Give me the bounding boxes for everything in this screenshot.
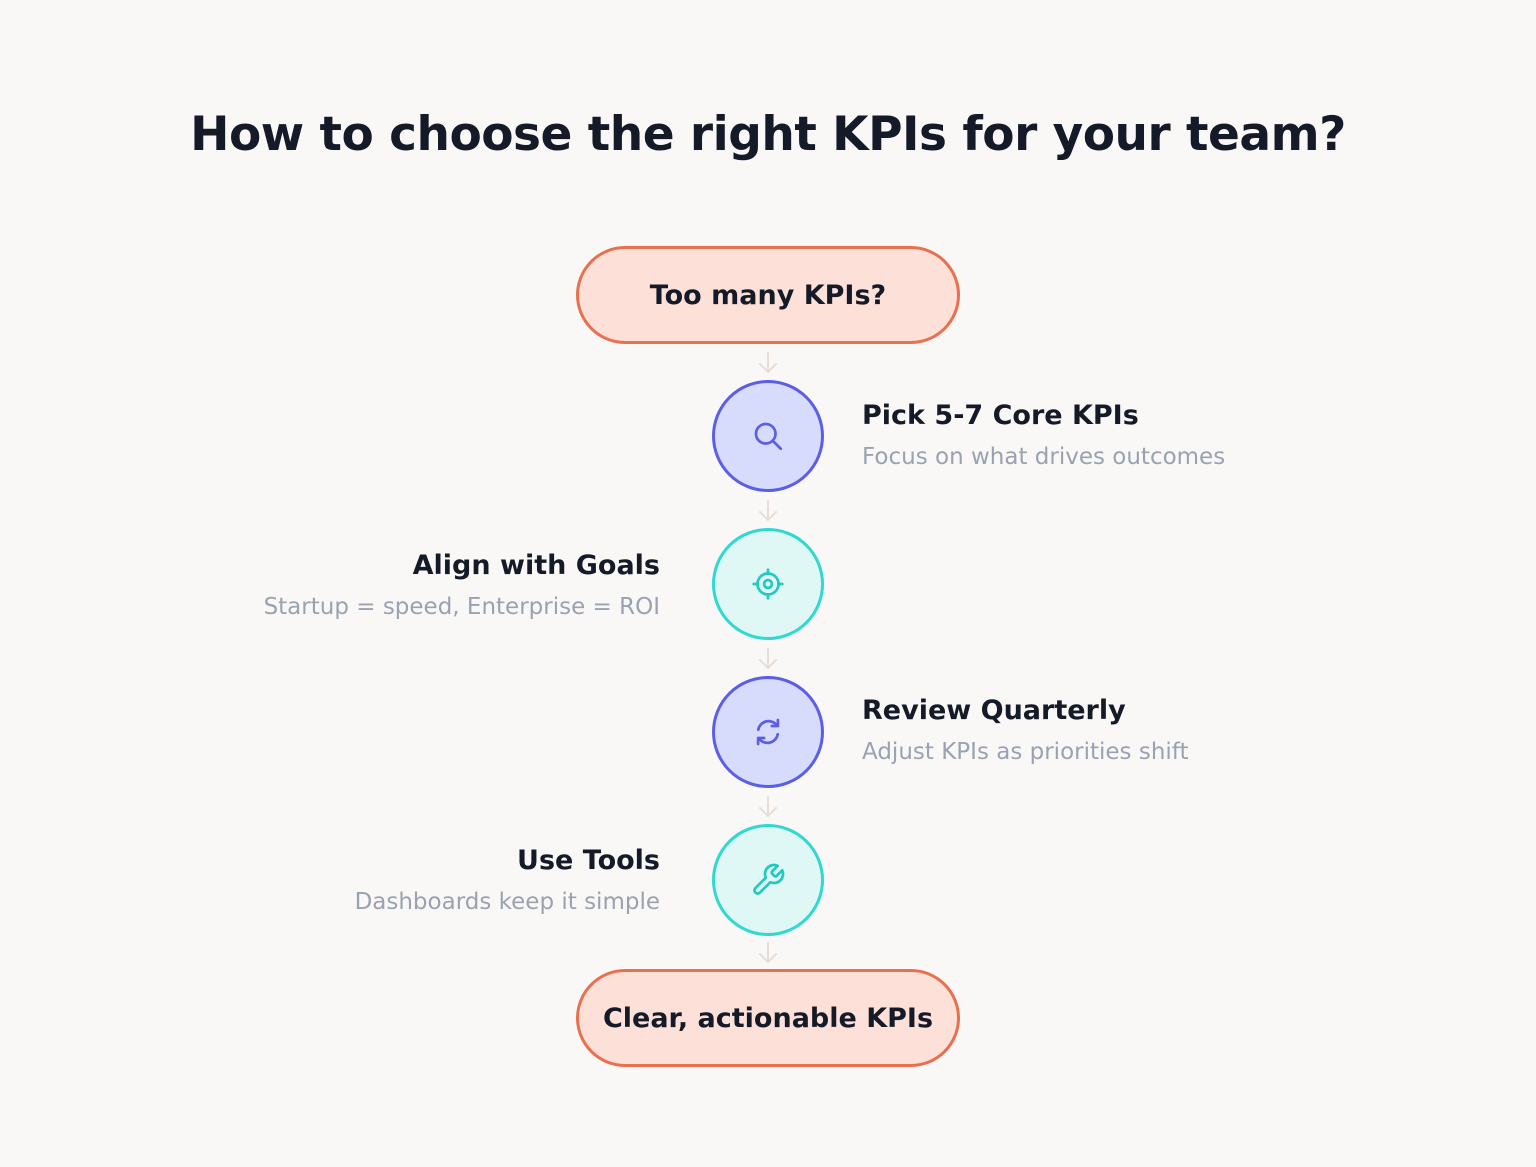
step-1-text: Pick 5-7 Core KPIs Focus on what drives … [862,398,1225,473]
start-node: Too many KPIs? [576,246,960,344]
step-3-text: Review Quarterly Adjust KPIs as prioriti… [862,693,1189,768]
step-4-node [712,824,824,936]
search-icon [754,422,783,451]
end-label: Clear, actionable KPIs [602,1002,934,1034]
start-label: Too many KPIs? [649,279,887,311]
connector-arrow-icon [759,500,777,521]
connector-arrow-icon [759,942,777,963]
step-4-text: Use Tools Dashboards keep it simple [355,843,660,918]
refresh-icon [756,718,780,746]
step-2-description: Startup = speed, Enterprise = ROI [263,594,660,620]
step-2-title: Align with Goals [412,550,660,581]
connector-arrow-icon [759,796,777,817]
step-4-description: Dashboards keep it simple [354,889,660,915]
target-icon [752,568,784,600]
end-node: Clear, actionable KPIs [576,969,960,1067]
wrench-icon [753,863,785,895]
connector-arrow-icon [759,648,777,669]
step-1-node [712,380,824,492]
step-1-title: Pick 5-7 Core KPIs [862,400,1139,431]
step-1-description: Focus on what drives outcomes [862,444,1226,470]
connector-arrow-icon [759,352,777,373]
step-4-title: Use Tools [517,845,660,876]
step-3-node [712,676,824,788]
page-title: How to choose the right KPIs for your te… [190,107,1346,162]
step-3-title: Review Quarterly [862,695,1126,726]
step-2-node [712,528,824,640]
step-3-description: Adjust KPIs as priorities shift [862,739,1189,765]
step-2-text: Align with Goals Startup = speed, Enterp… [264,548,660,623]
